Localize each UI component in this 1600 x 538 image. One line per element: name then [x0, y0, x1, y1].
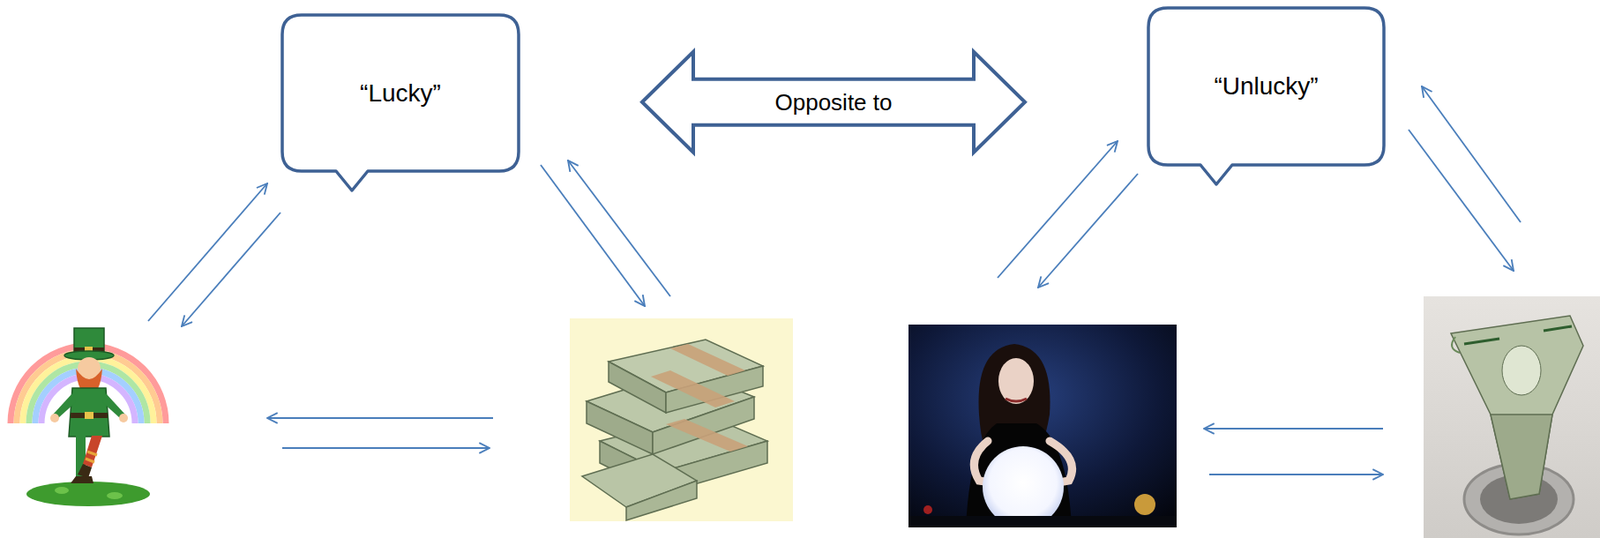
block-double-arrow [642, 52, 1025, 153]
drain-picture [1423, 296, 1600, 538]
bubble-text: “Unlucky” [1213, 71, 1318, 102]
speech-bubble: “Unlucky” [1148, 7, 1384, 165]
money-stack-picture [569, 318, 793, 522]
bubble-shape [282, 14, 519, 191]
speech-bubble: “Lucky” [282, 14, 519, 172]
bubble-text: “Lucky” [359, 78, 442, 109]
edge-label: Opposite to [773, 89, 895, 115]
leprechaun-picture [10, 328, 166, 507]
bubble-shape [1148, 7, 1384, 185]
fortune-teller-picture [908, 324, 1177, 528]
